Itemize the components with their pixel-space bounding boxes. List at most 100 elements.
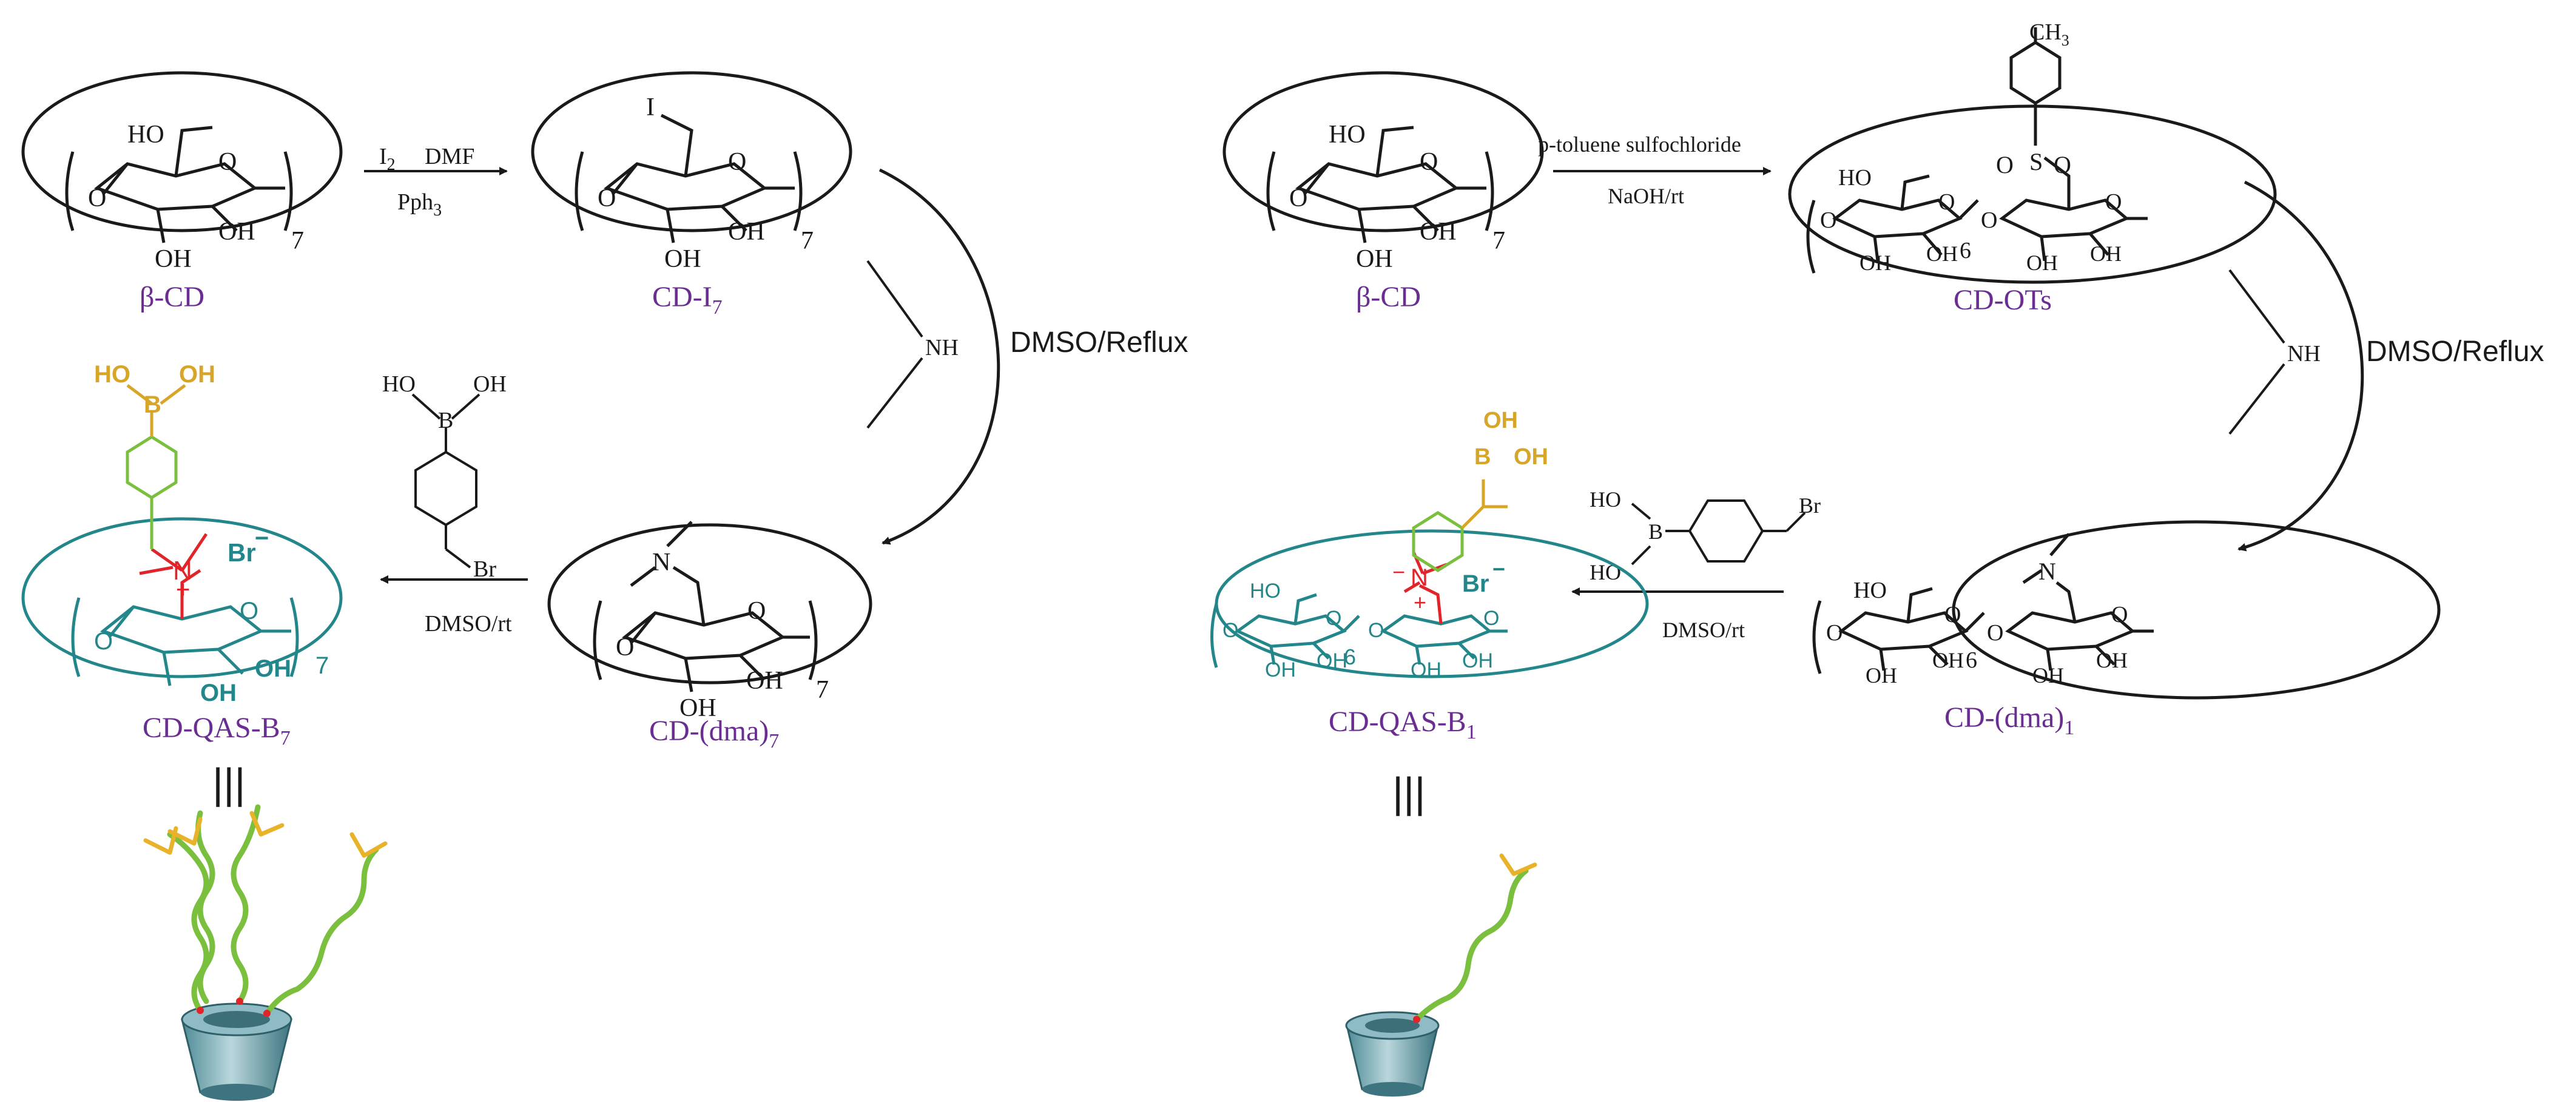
sulfur-label: S [2029,148,2043,175]
ho-label: HO [1329,121,1366,149]
o-link-label: O [1222,619,1238,642]
oh-label: OH [1926,242,1958,266]
naoh-label: NaOH/rt [1608,184,1684,208]
cd-ots-label: CD-OTs [1954,284,2052,316]
iodine-label: I [646,93,655,121]
dmso-rt-label: DMSO/rt [425,611,512,637]
o-ring-label: O [1938,189,1955,215]
plus-charge-icon: + [1414,590,1426,615]
cd-ots-structure [1788,27,2277,284]
repeat-7-label: 7 [1492,227,1505,255]
oh-label: OH [1317,649,1347,672]
o-ring-label: O [218,148,237,176]
curved-arrow-amination-right [2237,180,2364,552]
cyclodextrin-cartoon-right [1345,853,1537,1097]
oh-label: OH [1462,649,1493,672]
oh-label: OH [155,245,192,273]
ammonium-n-label: N [1411,564,1428,591]
minus-charge-icon: − [1492,556,1505,581]
o-link-label: O [1981,208,1997,233]
oh-label: OH [746,667,783,695]
oh-label: OH [1411,658,1441,681]
ch3-label: CH3 [2029,19,2069,49]
dmf-label: DMF [425,144,474,169]
o-link-label: O [616,634,634,661]
o-ring-label: O [240,598,258,624]
oh-boronic-label: OH [1483,408,1518,433]
cd-dma1-label: CD-(dma)1 [1944,701,2074,739]
ho-label: HO [382,371,416,397]
ammonium-n-label: N [173,556,192,586]
ho-boronic-label: HO [94,361,130,388]
o-ring-label: O [1420,148,1438,176]
dimethylamine-structure [866,260,923,429]
o-link-label: O [1368,619,1384,642]
ho-label: HO [127,121,164,149]
cd-qas-b7-label: CD-QAS-B7 [143,712,291,749]
oh-label: OH [2096,648,2128,672]
cd-i7-label: CD-I7 [652,281,723,319]
minus-charge-icon: − [255,525,269,552]
equivalence-symbol: ||| [212,760,246,807]
repeat-6-label: 6 [1966,647,1977,673]
oh-boronic-label: OH [179,361,215,388]
o-link-label: O [1987,620,2003,646]
oh-label: OH [1420,218,1457,246]
o-sulfonyl-label: O [2054,151,2071,178]
dmso-reflux-label: DMSO/Reflux [1010,326,1188,359]
minus-charge-icon: − [1392,559,1405,584]
beta-cd-structure [21,71,343,243]
ho-label: HO [1590,487,1621,512]
boron-label: B [438,408,453,433]
cd-dma7-structure [547,521,872,692]
bromide-label: Br [228,538,256,567]
oh-label: OH [664,245,701,273]
oh-label: OH [1860,251,1891,275]
cd-qas-b1-label: CD-QAS-B1 [1329,706,1477,743]
repeat-7-label: 7 [801,227,814,255]
beta-cd-label-right: β-CD [1356,281,1421,313]
oh-label: OH [2026,251,2058,275]
oh-boronic-label: OH [1514,444,1548,470]
ho-label: HO [1590,560,1621,584]
o-sulfonyl-label: O [1996,151,2014,178]
cd-qas-b1-structure [1210,479,1649,678]
bromide-label: Br [1462,570,1489,597]
o-link-label: O [1820,208,1836,233]
br-label: Br [473,556,496,582]
repeat-7-label: 7 [315,652,329,679]
repeat-6-label: 6 [1960,238,1971,263]
oh-label: OH [2090,242,2122,266]
repeat-6-label: 6 [1344,644,1356,669]
o-link-label: O [1826,620,1843,646]
oh-label: OH [1932,648,1964,672]
cd-dma1-structure [1812,520,2441,700]
oh-label: OH [2032,663,2064,688]
o-link-label: O [88,184,106,212]
o-ring-label: O [2105,189,2122,215]
oh-label: OH [1265,658,1296,681]
cd-qas-b7-structure [21,384,343,686]
o-ring-label: O [2111,602,2128,627]
tosyl-chloride-label: p-toluene sulfochloride [1538,132,1741,157]
cd-dma7-label: CD-(dma)7 [649,715,779,752]
o-link-label: O [94,628,113,655]
oh-label: OH [218,218,255,246]
o-ring-label: O [747,597,766,625]
o-ring-label: O [1326,607,1341,630]
repeat-7-label: 7 [291,227,304,255]
cd-i7-structure [531,71,852,243]
n-label: N [652,549,670,576]
dmso-rt-label-right: DMSO/rt [1662,618,1745,642]
o-link-label: O [598,184,616,212]
cyclodextrin-cartoon-left [143,804,388,1101]
nh-label: NH [925,335,959,360]
o-link-label: O [1289,184,1307,212]
ho-label: HO [1838,165,1872,191]
o-ring-label: O [728,148,746,176]
oh-label: OH [1866,663,1897,688]
dmso-reflux-label-right: DMSO/Reflux [2366,336,2544,368]
beta-cd-label: β-CD [140,281,204,313]
beta-cd-structure-right [1222,71,1544,243]
